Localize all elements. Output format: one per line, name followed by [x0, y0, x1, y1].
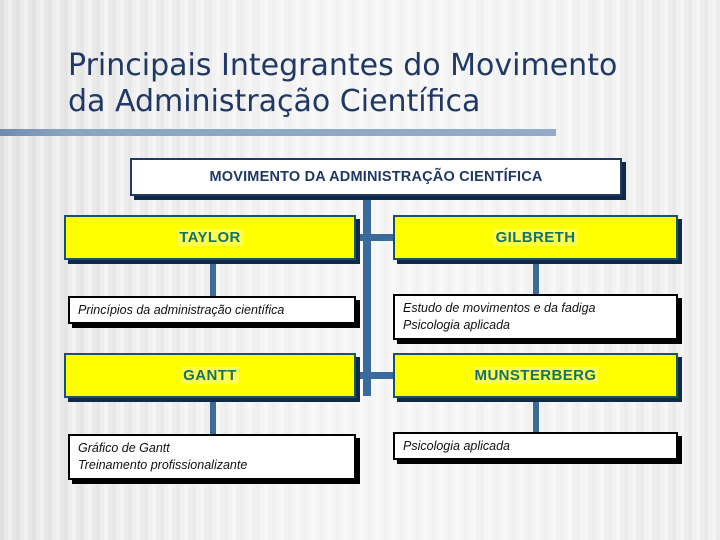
connector-drop-munsterberg-detail	[533, 398, 539, 432]
connector-drop-gantt-detail	[210, 398, 216, 434]
connector-drop-gilbreth-detail	[533, 260, 539, 294]
detail-taylor: Princípios da administração científica	[68, 296, 356, 324]
detail-taylor-text: Princípios da administração científica	[78, 302, 285, 317]
connector-drop-taylor-detail	[210, 260, 216, 296]
detail-gantt-text: Gráfico de Gantt Treinamento profissiona…	[78, 441, 248, 472]
title-divider-rule	[0, 129, 556, 136]
connector-branch-munsterberg	[367, 372, 393, 379]
connector-trunk-vertical	[363, 196, 371, 396]
detail-munsterberg: Psicologia aplicada	[393, 432, 678, 460]
connector-branch-gantt	[347, 372, 367, 379]
node-taylor-label: TAYLOR	[177, 229, 243, 246]
detail-gilbreth-text: Estudo de movimentos e da fadiga Psicolo…	[403, 301, 596, 332]
detail-gilbreth: Estudo de movimentos e da fadiga Psicolo…	[393, 294, 678, 340]
detail-munsterberg-text: Psicologia aplicada	[403, 438, 511, 453]
node-gilbreth[interactable]: GILBRETH	[393, 215, 678, 260]
node-root-label: MOVIMENTO DA ADMINISTRAÇÃO CIENTÍFICA	[209, 169, 543, 185]
detail-gantt: Gráfico de Gantt Treinamento profissiona…	[68, 434, 356, 480]
node-gantt[interactable]: GANTT	[64, 353, 356, 398]
connector-branch-taylor	[347, 234, 367, 241]
node-root[interactable]: MOVIMENTO DA ADMINISTRAÇÃO CIENTÍFICA	[130, 158, 622, 196]
page-title: Principais Integrantes do Movimento da A…	[68, 48, 618, 119]
node-gantt-label: GANTT	[181, 367, 239, 384]
node-gilbreth-label: GILBRETH	[493, 229, 578, 246]
node-taylor[interactable]: TAYLOR	[64, 215, 356, 260]
node-munsterberg[interactable]: MUNSTERBERG	[393, 353, 678, 398]
connector-branch-gilbreth	[367, 234, 393, 241]
node-munsterberg-label: MUNSTERBERG	[472, 367, 599, 384]
